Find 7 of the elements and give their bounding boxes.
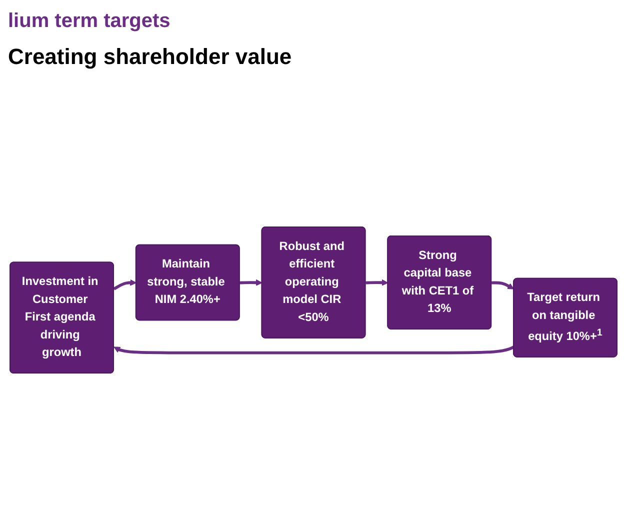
arrow	[240, 279, 262, 286]
arrow	[366, 279, 388, 286]
arrow	[114, 346, 514, 354]
center-text: Creating shareholder value	[8, 44, 293, 70]
arrow	[492, 281, 514, 290]
arrow	[113, 279, 136, 290]
title: lium term targets	[8, 10, 170, 33]
